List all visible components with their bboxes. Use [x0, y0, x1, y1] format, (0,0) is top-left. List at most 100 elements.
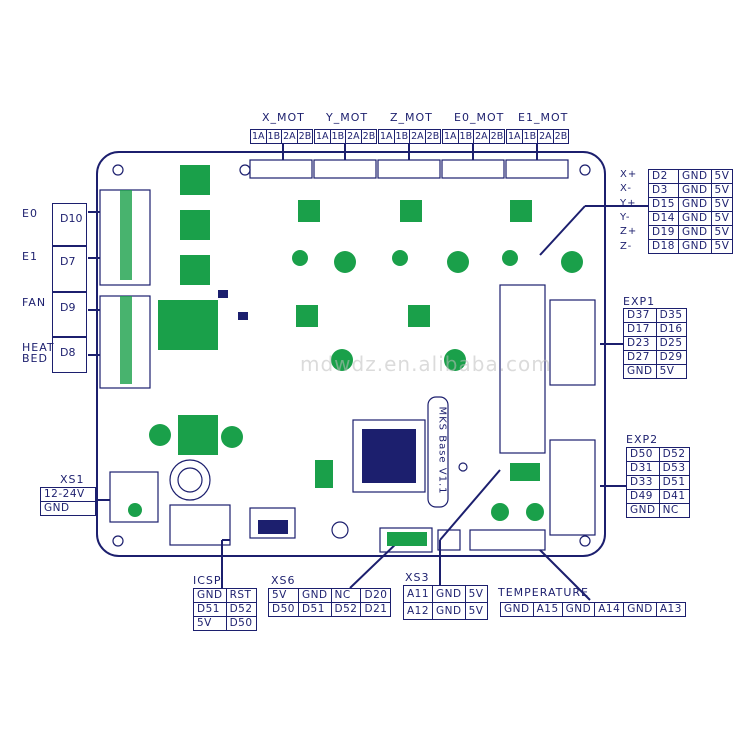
pin-cell: D51 — [297, 602, 332, 617]
pin-cell: 1A — [378, 129, 395, 144]
pin-cell: GND — [677, 225, 712, 240]
endstop-label: Z- — [620, 240, 633, 252]
xs3-label: XS3 — [405, 571, 430, 584]
pin-cell: GND — [677, 211, 712, 226]
pin-cell: D27 — [623, 350, 657, 365]
pin-cell: 5V — [710, 225, 734, 240]
pin-cell: 5V — [268, 588, 299, 603]
output-label: E1 — [22, 250, 38, 263]
pin-cell: GND — [40, 501, 96, 516]
pin-cell: GND — [432, 602, 466, 620]
pin-cell: GND — [677, 183, 712, 198]
pin-cell: 1A — [442, 129, 459, 144]
components — [120, 165, 583, 546]
pin-cell: 5V — [710, 169, 734, 184]
board-name: MKS Base V1.1 — [436, 406, 448, 495]
pin-cell: NC — [330, 588, 362, 603]
endstop-label: Y+ — [620, 197, 637, 209]
output-label: HEAT BED — [22, 341, 55, 365]
pin-cell: NC — [658, 503, 690, 518]
output-label: E0 — [22, 207, 38, 220]
pin-cell: D41 — [658, 489, 690, 504]
pin-cell: A15 — [532, 602, 563, 617]
pin-cell: 2A — [473, 129, 490, 144]
pin-cell: 2B — [552, 129, 570, 144]
pin-cell: 2A — [281, 129, 298, 144]
exp1-label: EXP1 — [623, 295, 656, 308]
pin-cell: A14 — [594, 602, 625, 617]
pin-cell: GND — [193, 588, 227, 603]
pin-cell: 1A — [250, 129, 267, 144]
pin-row: GND — [40, 501, 96, 516]
pin-cell: 5V — [464, 585, 488, 603]
pin-cell: GND — [677, 197, 712, 212]
pin-cell: D50 — [225, 616, 257, 631]
output-label: FAN — [22, 296, 47, 309]
motor-label: Y_MOT — [326, 111, 369, 124]
pin-cell: 2B — [360, 129, 378, 144]
pin-cell: D33 — [626, 475, 660, 490]
pin-cell: 1B — [521, 129, 539, 144]
endstop-label: Z+ — [620, 226, 638, 238]
pin-cell: GND — [623, 602, 657, 617]
pin-cell: A13 — [655, 602, 686, 617]
pin-cell: 1A — [506, 129, 523, 144]
pin-cell: GND — [561, 602, 596, 617]
pin-cell: D21 — [360, 602, 392, 617]
pin-cell: D35 — [655, 308, 687, 323]
pin-cell: 2B — [424, 129, 442, 144]
pin-cell: 1B — [393, 129, 411, 144]
endstop-label: X+ — [620, 169, 638, 180]
pin-cell: 5V — [655, 364, 687, 379]
output-pin-box: D9 — [52, 292, 87, 337]
endstop-label: X- — [620, 183, 632, 195]
pin-cell: D19 — [648, 225, 679, 240]
pin-cell: GND — [432, 585, 466, 603]
pin-cell: A12 — [402, 602, 434, 620]
output-pin-box: D10 — [52, 203, 87, 246]
output-pin-box: D7 — [52, 246, 87, 292]
pin-cell: D49 — [626, 489, 660, 504]
board-pads — [218, 290, 416, 534]
output-pin-box: D8 — [52, 337, 87, 373]
pin-cell: 5V — [710, 239, 734, 254]
motor-label: E1_MOT — [518, 111, 569, 124]
pin-cell: D17 — [623, 322, 657, 337]
pin-cell: 5V — [464, 602, 488, 620]
pin-cell: D16 — [655, 322, 687, 337]
motor-label: X_MOT — [262, 111, 305, 124]
pin-cell: RST — [225, 588, 257, 603]
pin-cell: D25 — [655, 336, 687, 351]
xs6-label: XS6 — [271, 574, 296, 587]
pin-cell: 1A — [314, 129, 331, 144]
pin-cell: GND — [500, 602, 534, 617]
pin-cell: D51 — [658, 475, 690, 490]
endstop-label: Y- — [620, 211, 631, 223]
